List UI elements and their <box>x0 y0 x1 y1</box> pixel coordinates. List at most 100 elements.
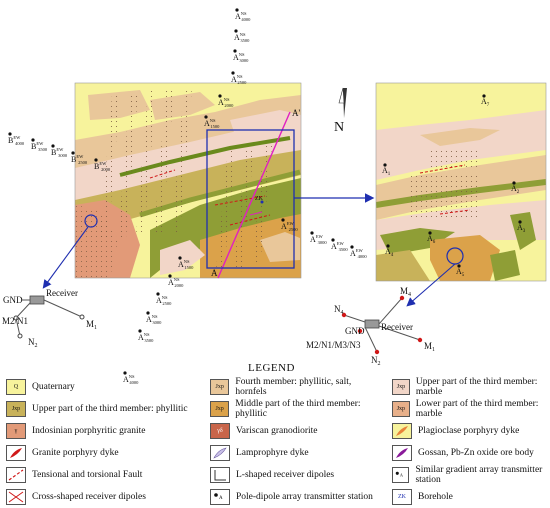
m1-label-right: M1 <box>424 341 435 353</box>
legend-item-middle-phyllite: Jxp Middle part of the third member: phy… <box>210 398 388 420</box>
legend-swatch-gradient-station: A <box>392 467 410 483</box>
legend-item-plagioclase-dyke: Plagioclase porphyry dyke <box>392 420 548 442</box>
ns-station-dot <box>138 329 142 333</box>
receiver-diagram-left: GND Receiver M2/N1 M1 N2 <box>2 288 97 349</box>
ns-station-dot <box>178 256 182 260</box>
legend-item-quaternary: Q Quaternary <box>6 376 176 398</box>
svg-text:A: A <box>219 496 223 501</box>
legend-swatch-cross-dipoles <box>6 489 26 505</box>
ns-station-dot <box>123 371 127 375</box>
ns-station-dot <box>156 292 160 296</box>
svg-text:A7: A7 <box>481 97 490 108</box>
ns-station-dot <box>168 274 172 278</box>
receiver-label-left: Receiver <box>46 288 78 298</box>
legend-swatch-granite-porphyry <box>6 445 26 461</box>
borehole-label: ZK <box>255 196 264 202</box>
receiver-label-right: Receiver <box>381 322 413 332</box>
n2-label-left: N2 <box>28 337 38 349</box>
legend-swatch-middle-phyllite: Jxp <box>210 401 230 417</box>
ns-station-dot <box>218 94 222 98</box>
legend-swatch-upper-marble: Jxp <box>392 379 410 395</box>
svg-text:A6: A6 <box>427 234 436 245</box>
svg-text:A5: A5 <box>456 267 465 278</box>
ew-station-dot <box>71 151 75 155</box>
receiver-box-right <box>364 319 380 329</box>
ew-station-dot <box>350 245 354 249</box>
north-label: N <box>334 120 344 135</box>
legend-swatch-upper-phyllite: Jxp <box>6 401 26 417</box>
legend-swatch-gossan <box>392 445 412 461</box>
legend-swatch-fault <box>6 467 26 483</box>
section-label-a: A <box>211 268 218 278</box>
section-label-a-prime: A' <box>292 108 300 118</box>
legend-item-granodiorite: γδ Variscan granodiorite <box>210 420 388 442</box>
ew-station-dot <box>51 144 55 148</box>
legend-item-gossan: Gossan, Pb-Zn oxide ore body <box>392 442 548 464</box>
receiver-diagram-right: GND Receiver N4 M4 M1 N2 M2/N1/M3/N3 <box>306 286 435 367</box>
receiver-box-left <box>29 295 45 305</box>
legend-item-pole-dipole: A Pole-dipole array transmitter station <box>210 486 388 508</box>
receiver-site-left <box>84 214 98 228</box>
ew-station-dot <box>281 218 285 222</box>
n4-label-right: N4 <box>334 304 344 316</box>
legend-title: LEGEND <box>248 362 295 374</box>
inset-geologic-map <box>376 83 546 281</box>
legend-item-lower-marble: Jxp Lower part of the third member: marb… <box>392 398 548 420</box>
svg-text:A3: A3 <box>517 223 526 234</box>
ns-station-dot <box>235 8 239 12</box>
gnd-label-right: GND <box>345 326 365 336</box>
legend-swatch-fourth: Jxp <box>210 379 230 395</box>
legend-item-l-dipoles: L-shaped receiver dipoles <box>210 464 388 486</box>
legend-swatch-granite: γ <box>6 423 26 439</box>
svg-text:A1: A1 <box>382 166 391 177</box>
legend-swatch-lower-marble: Jxp <box>392 401 410 417</box>
legend-item-granite-porphyry: Granite porphyry dyke <box>6 442 196 464</box>
ew-station-dot <box>94 158 98 162</box>
legend-swatch-granodiorite: γδ <box>210 423 230 439</box>
main-geologic-map <box>75 83 301 278</box>
m2n1-label-left: M2/N1 <box>2 316 28 326</box>
legend-item-lamprophyre: Lamprophyre dyke <box>210 442 388 464</box>
svg-text:A: A <box>400 473 404 478</box>
legend-swatch-quaternary: Q <box>6 379 26 395</box>
ns-station-dot <box>146 311 150 315</box>
legend-item-upper-marble: Jxp Upper part of the third member: marb… <box>392 376 548 398</box>
zoom-frame <box>206 129 295 269</box>
